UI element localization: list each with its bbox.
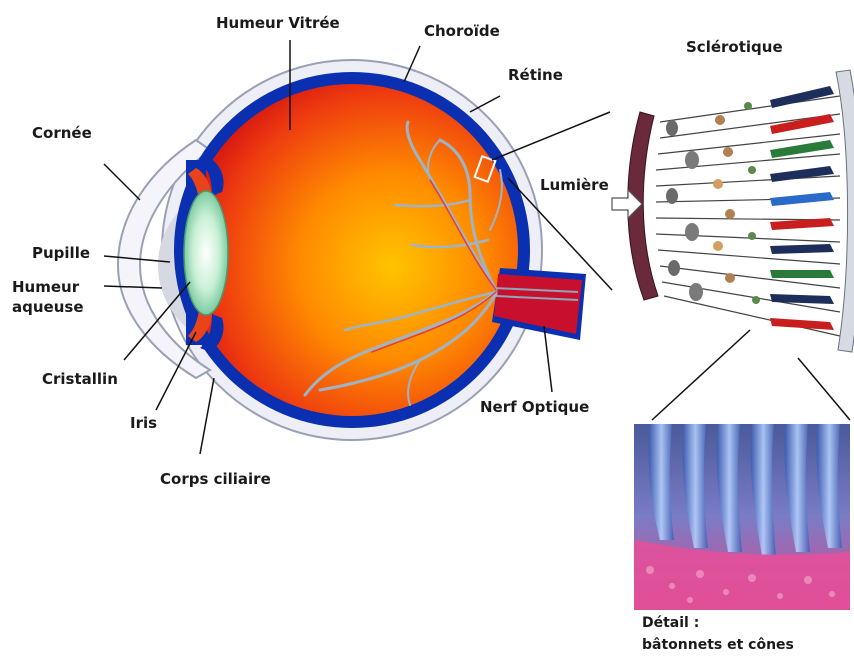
label-humeur-vitree: Humeur Vitrée <box>216 14 340 33</box>
zoom-line-top <box>492 112 610 160</box>
label-cristallin: Cristallin <box>42 370 118 389</box>
leader-cornee <box>104 164 140 200</box>
label-iris: Iris <box>130 414 157 433</box>
label-detail-line2: bâtonnets et cônes <box>642 636 794 655</box>
label-corps-ciliaire: Corps ciliaire <box>160 470 271 489</box>
retina-cell-bodies <box>666 102 760 304</box>
label-humeur-aqueuse-line2: aqueuse <box>12 298 84 317</box>
leader-nerf-optique <box>544 326 552 392</box>
label-nerf-optique: Nerf Optique <box>480 398 589 417</box>
micrograph <box>634 330 850 610</box>
micro-line-right <box>798 358 850 420</box>
vitreous-body <box>186 84 518 416</box>
label-sclerotique: Sclérotique <box>686 38 783 57</box>
leader-corps-ciliaire <box>200 378 214 454</box>
label-retine: Rétine <box>508 66 563 85</box>
label-detail-line1: Détail : <box>642 614 699 633</box>
pigment-epithelium <box>836 70 854 352</box>
label-pupille: Pupille <box>32 244 90 263</box>
eyeball <box>118 60 586 440</box>
lens <box>184 191 228 315</box>
micro-line-left <box>652 330 750 420</box>
label-humeur-aqueuse-line1: Humeur <box>12 278 79 297</box>
leader-humeur-aqueuse <box>104 286 162 288</box>
label-choroide: Choroïde <box>424 22 500 41</box>
label-cornee: Cornée <box>32 124 92 143</box>
label-lumiere: Lumière <box>540 176 609 195</box>
